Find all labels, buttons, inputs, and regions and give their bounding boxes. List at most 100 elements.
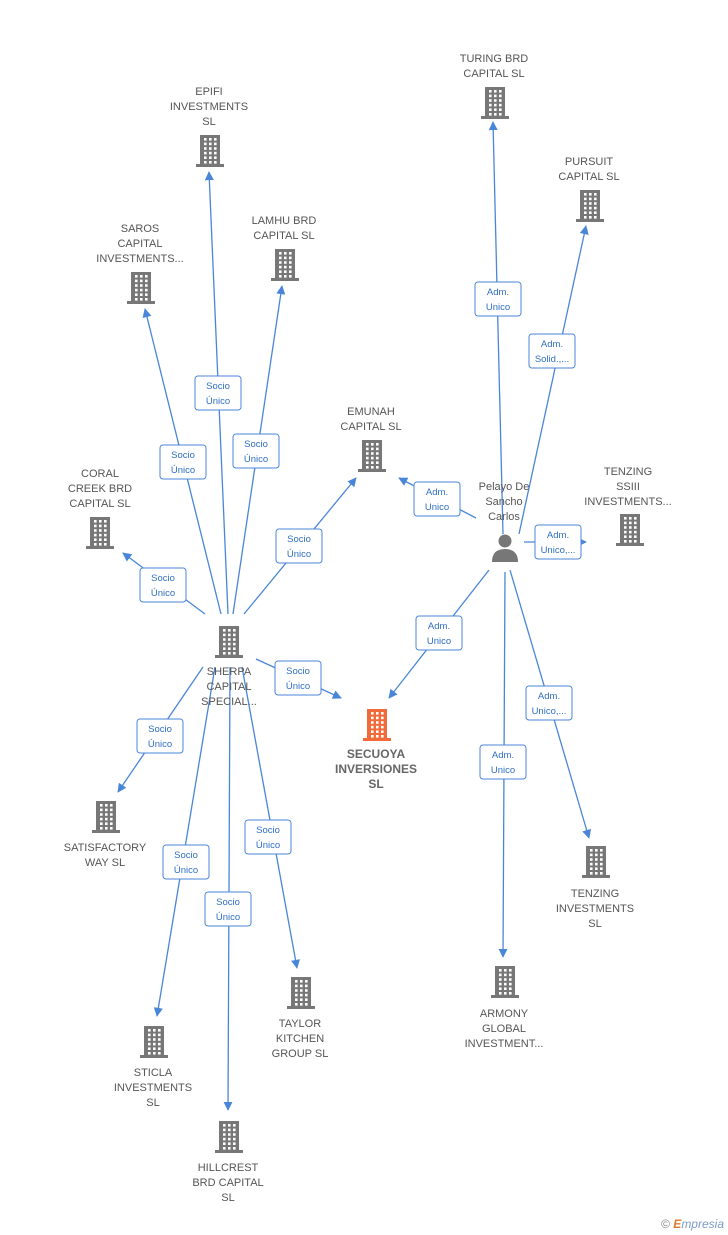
node-label-turing-brd[interactable]: CAPITAL SL	[463, 68, 524, 80]
edge-label-text: Adm.	[538, 691, 560, 702]
node-label-armony[interactable]: GLOBAL	[482, 1023, 526, 1035]
edge-label-text: Adm.	[541, 339, 563, 350]
node-label-tenzing-ssiii[interactable]: SSIII	[616, 481, 640, 493]
node-label-saros[interactable]: CAPITAL	[117, 238, 162, 250]
edge-label-e6[interactable]: Adm. Unico,...	[525, 685, 573, 721]
company-building-icon[interactable]	[86, 517, 114, 549]
node-label-hillcrest[interactable]: BRD CAPITAL	[192, 1177, 263, 1189]
edge-sherpa-to-taylor	[241, 666, 301, 969]
company-building-icon[interactable]	[196, 135, 224, 167]
node-label-tenzing-ssiii[interactable]: TENZING	[604, 466, 652, 478]
node-label-pursuit[interactable]: CAPITAL SL	[558, 171, 619, 183]
company-building-icon[interactable]	[576, 190, 604, 222]
node-label-saros[interactable]: SAROS	[121, 223, 160, 235]
edge-label-text: Único	[244, 454, 268, 465]
node-label-taylor[interactable]: TAYLOR	[279, 1018, 321, 1030]
node-label-pelayo[interactable]: Pelayo De	[479, 481, 530, 493]
edge-label-e2[interactable]: Adm.Solid.,...	[528, 333, 576, 369]
company-building-icon[interactable]	[92, 801, 120, 833]
node-label-tenzing-inv[interactable]: TENZING	[571, 888, 619, 900]
node-label-sticla[interactable]: SL	[146, 1097, 159, 1109]
edge-label-text: Socio	[216, 897, 240, 908]
node-label-hillcrest[interactable]: HILLCREST	[198, 1162, 259, 1174]
node-label-satisfactory[interactable]: WAY SL	[85, 857, 125, 869]
person-icon[interactable]	[492, 534, 518, 563]
node-label-satisfactory[interactable]: SATISFACTORY	[64, 842, 147, 854]
copyright-icon: ©	[661, 1217, 670, 1231]
node-label-tenzing-ssiii[interactable]: INVESTMENTS...	[584, 496, 671, 508]
edge-label-e4[interactable]: Adm.Unico,...	[534, 524, 582, 560]
edge-label-e7[interactable]: Adm.Unico	[479, 744, 527, 780]
node-label-sticla[interactable]: INVESTMENTS	[114, 1082, 192, 1094]
company-building-icon[interactable]	[127, 272, 155, 304]
node-label-secuoya[interactable]: INVERSIONES	[335, 762, 417, 776]
company-building-icon[interactable]	[215, 1121, 243, 1153]
node-label-sticla[interactable]: STICLA	[134, 1067, 173, 1079]
node-label-coral-creek[interactable]: CREEK BRD	[68, 483, 132, 495]
node-label-epifi[interactable]: INVESTMENTS	[170, 101, 248, 113]
node-label-sherpa[interactable]: CAPITAL	[206, 681, 251, 693]
node-label-coral-creek[interactable]: CAPITAL SL	[69, 498, 130, 510]
company-building-icon[interactable]	[491, 966, 519, 998]
company-building-icon[interactable]	[358, 440, 386, 472]
edge-label-text: Unico,...	[532, 706, 567, 717]
company-building-icon[interactable]	[215, 626, 243, 658]
edge-label-text: Único	[286, 681, 310, 692]
edge-label-text: Socio	[174, 850, 198, 861]
node-label-pelayo[interactable]: Sancho	[485, 496, 522, 508]
node-label-saros[interactable]: INVESTMENTS...	[96, 253, 183, 265]
edge-pelayo-to-pursuit	[518, 225, 589, 535]
edge-label-text: Socio	[287, 534, 311, 545]
edge-label-text: Unico	[425, 502, 449, 513]
node-label-armony[interactable]: INVESTMENT...	[465, 1038, 544, 1050]
node-label-epifi[interactable]: SL	[202, 116, 215, 128]
node-label-lamhu[interactable]: LAMHU BRD	[252, 215, 317, 227]
node-label-taylor[interactable]: KITCHEN	[276, 1033, 324, 1045]
edge-sherpa-to-sticla	[153, 666, 216, 1017]
node-label-sherpa[interactable]: SPECIAL...	[201, 696, 257, 708]
edge-label-e1[interactable]: Adm.Unico	[474, 281, 522, 317]
company-building-icon[interactable]	[140, 1026, 168, 1058]
node-label-lamhu[interactable]: CAPITAL SL	[253, 230, 314, 242]
edge-label-e5[interactable]: Adm.Unico	[415, 615, 463, 651]
edge-label-text: Adm.	[492, 750, 514, 761]
edge-label-text: Unico	[427, 636, 451, 647]
node-label-pursuit[interactable]: PURSUIT	[565, 156, 614, 168]
edge-sherpa-to-hillcrest	[223, 666, 233, 1111]
node-label-taylor[interactable]: GROUP SL	[272, 1048, 329, 1060]
node-label-coral-creek[interactable]: CORAL	[81, 468, 119, 480]
node-label-secuoya[interactable]: SL	[368, 777, 383, 791]
node-label-tenzing-inv[interactable]: SL	[588, 918, 601, 930]
node-label-sherpa[interactable]: SHERPA	[207, 666, 252, 678]
focus-company-building-icon[interactable]	[363, 709, 391, 741]
node-label-pelayo[interactable]: Carlos	[488, 511, 520, 523]
edge-label-text: Unico	[486, 302, 510, 313]
company-building-icon[interactable]	[287, 977, 315, 1009]
node-label-hillcrest[interactable]: SL	[221, 1192, 234, 1204]
company-building-icon[interactable]	[616, 514, 644, 546]
node-label-turing-brd[interactable]: TURING BRD	[460, 53, 529, 65]
company-building-icon[interactable]	[582, 846, 610, 878]
company-building-icon[interactable]	[271, 249, 299, 281]
node-label-armony[interactable]: ARMONY	[480, 1008, 529, 1020]
node-label-secuoya[interactable]: SECUOYA	[347, 747, 406, 761]
edge-pelayo-to-turing_brd	[488, 121, 504, 535]
node-label-emunah[interactable]: EMUNAH	[347, 406, 395, 418]
edge-label-text: Socio	[148, 724, 172, 735]
node-label-emunah[interactable]: CAPITAL SL	[340, 421, 401, 433]
node-label-epifi[interactable]: EPIFI	[195, 86, 223, 98]
company-building-icon[interactable]	[481, 87, 509, 119]
node-label-tenzing-inv[interactable]: INVESTMENTS	[556, 903, 634, 915]
edge-label-e3[interactable]: Adm.Unico	[413, 481, 461, 517]
